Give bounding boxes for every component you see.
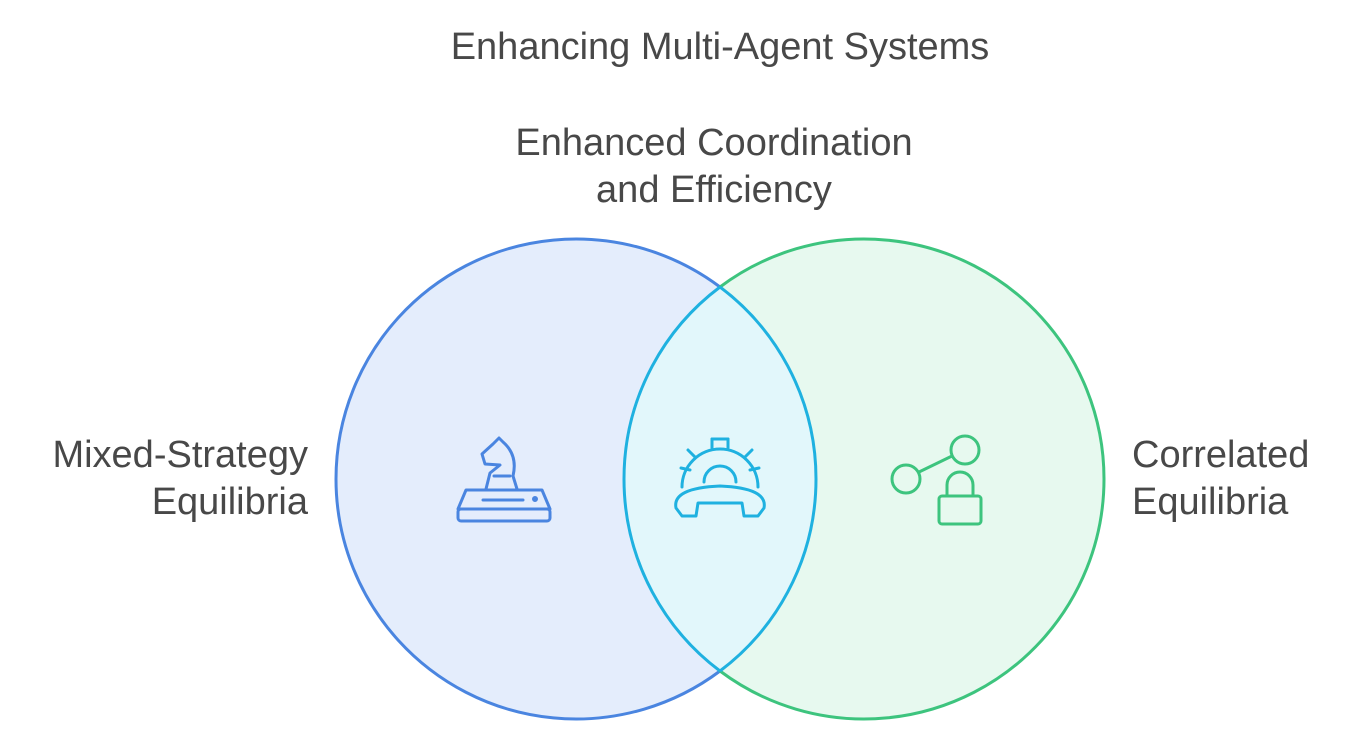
intersection-label-line-2: and Efficiency — [596, 169, 832, 211]
diagram-title: Enhancing Multi-Agent Systems — [450, 26, 990, 68]
left-set-label-line-1: Mixed-Strategy — [52, 434, 308, 476]
right-set-label-line-1: Correlated — [1132, 434, 1310, 476]
left-set-label-line-2: Equilibria — [151, 481, 308, 523]
intersection-outline-left — [622, 285, 721, 673]
left-set-outline — [334, 237, 721, 721]
intersection-region — [624, 239, 816, 719]
intersection-label: Enhanced Coordination and Efficiency — [464, 120, 964, 214]
right-set-label: Correlated Equilibria — [1132, 432, 1362, 526]
left-set-label: Mixed-Strategy Equilibria — [0, 432, 308, 526]
intersection-outline-right — [719, 285, 818, 673]
intersection-label-line-1: Enhanced Coordination — [515, 122, 913, 164]
gear-phone-icon — [674, 437, 766, 518]
chess-knight-icon — [456, 436, 552, 523]
right-set-label-line-2: Equilibria — [1132, 481, 1289, 523]
share-lock-icon — [890, 434, 983, 526]
right-set-outline — [719, 237, 1106, 721]
